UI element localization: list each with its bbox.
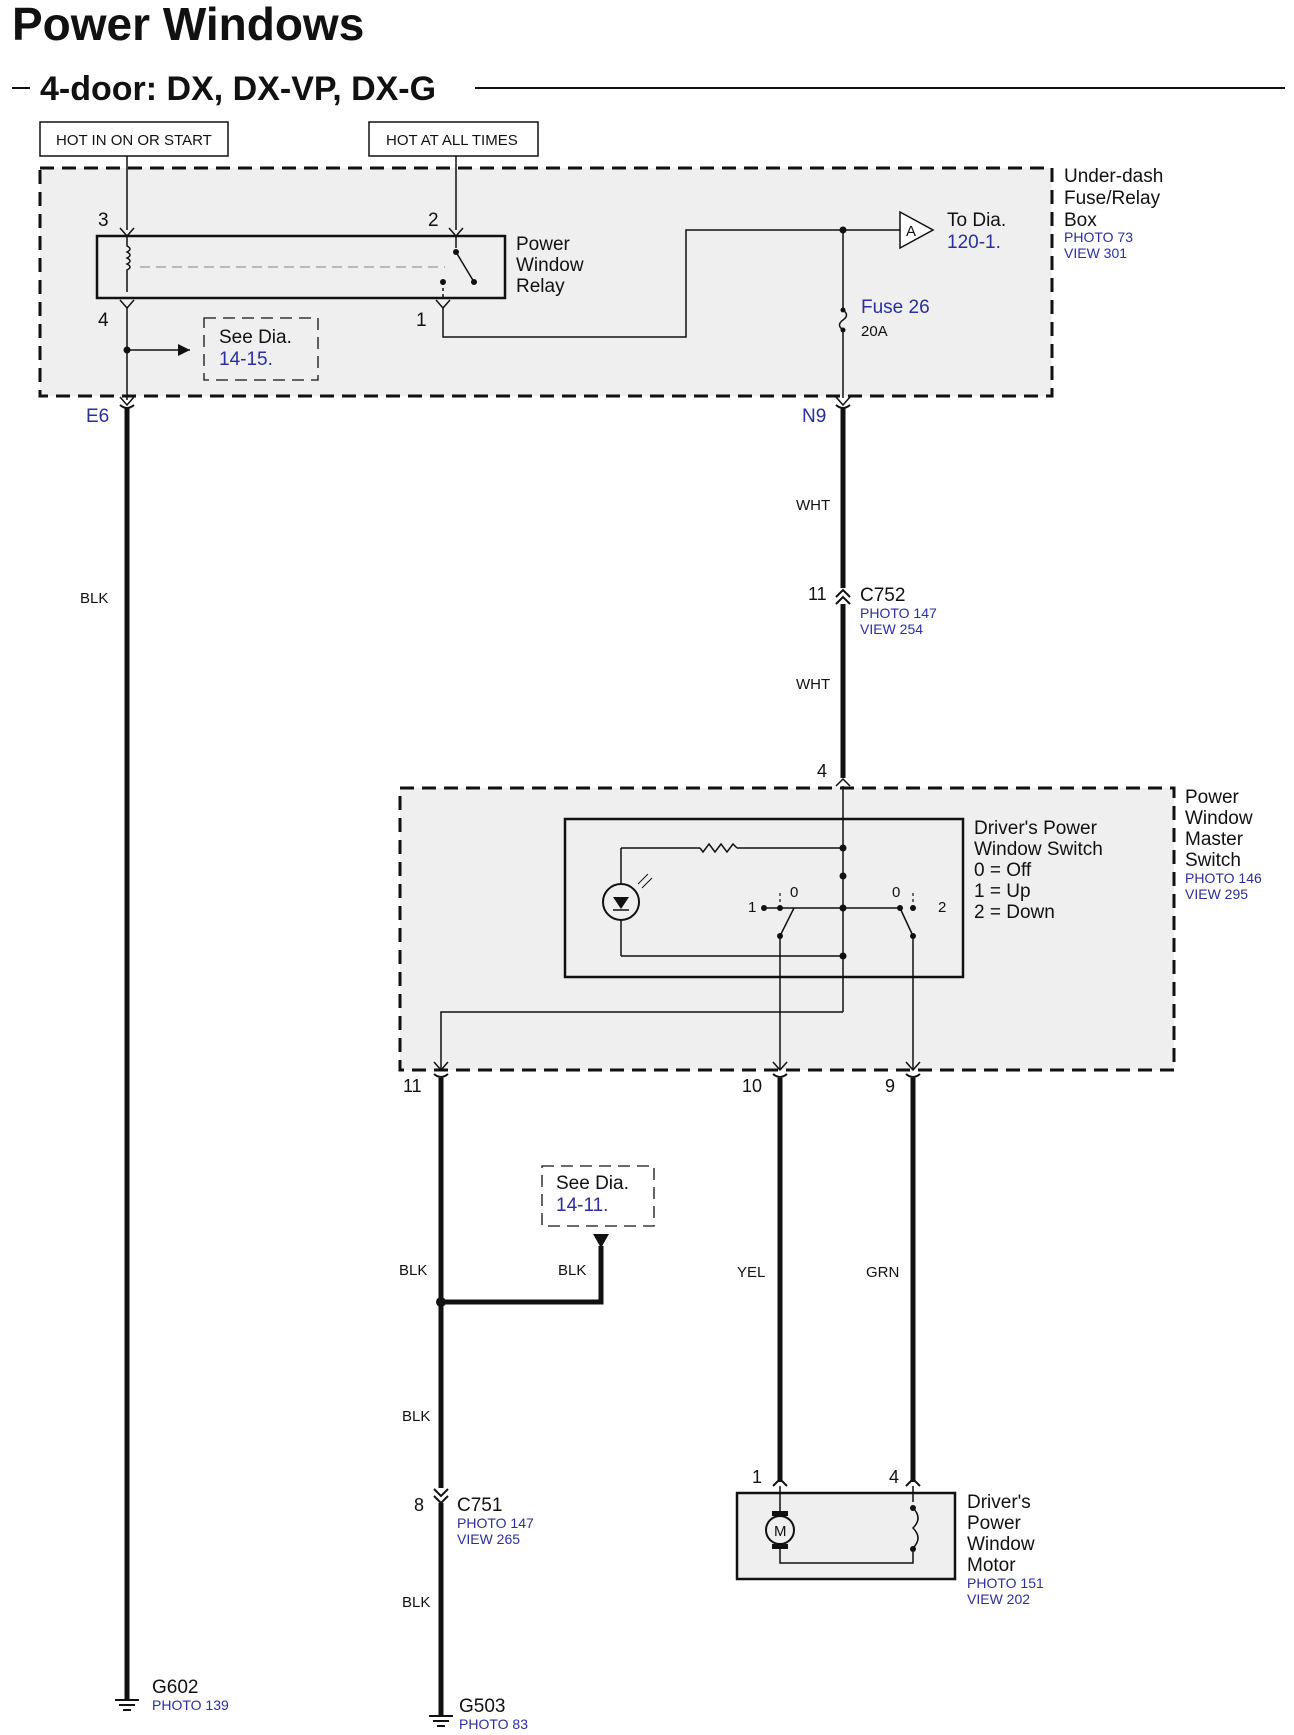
page-subtitle: 4-door: DX, DX-VP, DX-G (40, 70, 436, 108)
switch-right-arm (899, 907, 914, 937)
to-dia-ref: 120-1. (947, 232, 1001, 253)
connector-c752-icon (835, 588, 851, 598)
blk-upper-label: BLK (399, 1262, 427, 1279)
hot-at-all-times-label: HOT AT ALL TIMES (386, 132, 518, 149)
resistor-icon (699, 842, 738, 854)
ground-g602-name: G602 (152, 1677, 198, 1698)
motor-name-2: Power (967, 1513, 1022, 1534)
motor-view: VIEW 202 (967, 1591, 1030, 1607)
switch-left-1: 1 (748, 899, 756, 916)
see-dia-2-label: See Dia. (556, 1173, 629, 1194)
see-dia-1-box (203, 317, 319, 381)
relay-switch-arm (455, 251, 475, 283)
switch-name-2: Window Switch (974, 839, 1103, 860)
relay-pin-4: 4 (98, 310, 109, 331)
grn-label: GRN (866, 1264, 899, 1281)
connector-a-label: A (906, 223, 916, 240)
switch-left-arm (779, 907, 795, 937)
master-view: VIEW 295 (1185, 886, 1248, 902)
switch-right-0: 0 (892, 884, 900, 901)
relay-name-2: Window (516, 255, 584, 276)
master-pin-11: 11 (403, 1076, 422, 1096)
switch-name-1: Driver's Power (974, 818, 1098, 839)
fuse-box-name-1: Under-dash (1064, 166, 1163, 187)
wht-lower-label: WHT (796, 676, 830, 693)
see-dia-1-ref: 14-15. (219, 349, 273, 370)
switch-right-2: 2 (938, 899, 946, 916)
blk-branch-label: BLK (558, 1262, 586, 1279)
terminal-n9: N9 (802, 406, 826, 427)
master-pin-9: 9 (885, 1076, 895, 1096)
c751-view: VIEW 265 (457, 1531, 520, 1547)
master-pin-4: 4 (817, 761, 827, 781)
fuse-box-name-2: Fuse/Relay (1064, 188, 1161, 209)
motor-name-4: Motor (967, 1555, 1016, 1576)
wht-upper-label: WHT (796, 497, 830, 514)
connector-c751-icon (433, 1488, 449, 1498)
master-photo: PHOTO 146 (1185, 870, 1262, 886)
terminal-e6: E6 (86, 406, 109, 427)
c751-photo: PHOTO 147 (457, 1515, 534, 1531)
ground-g503-photo: PHOTO 83 (459, 1716, 528, 1732)
c752-pin: 11 (808, 584, 827, 604)
hot-in-on-box (39, 121, 229, 157)
motor-photo: PHOTO 151 (967, 1575, 1044, 1591)
see-dia-2-ref: 14-11. (556, 1195, 608, 1216)
see-dia-2-arrow (593, 1234, 609, 1248)
motor-symbol: M (774, 1523, 787, 1540)
c752-name: C752 (860, 585, 905, 606)
switch-position-off: 0 = Off (974, 860, 1032, 881)
c752-photo: PHOTO 147 (860, 605, 937, 621)
relay-pin-1: 1 (416, 310, 427, 331)
switch-position-down: 2 = Down (974, 902, 1055, 923)
relay-pin-2: 2 (428, 210, 439, 231)
yel-label: YEL (737, 1264, 765, 1281)
page-title: Power Windows (12, 0, 364, 50)
motor-pin-4: 4 (889, 1467, 899, 1487)
c751-pin: 8 (414, 1495, 424, 1515)
relay-name-3: Relay (516, 276, 565, 297)
master-pin-10: 10 (742, 1076, 762, 1096)
blk-lower-label: BLK (402, 1594, 430, 1611)
relay-name-1: Power (516, 234, 571, 255)
c752-view: VIEW 254 (860, 621, 923, 637)
motor-limit-switch-icon (911, 1507, 919, 1549)
fuse-box-name-3: Box (1064, 210, 1097, 231)
motor-name-3: Window (967, 1534, 1035, 1555)
blk-branch-wire (441, 1246, 604, 1305)
blk-main-label: BLK (80, 590, 108, 607)
see-dia-1-arrow (178, 344, 190, 356)
blk-mid-label: BLK (402, 1408, 430, 1425)
relay-output-line (442, 229, 900, 338)
fuse-26-icon (838, 309, 848, 331)
master-name-1: Power (1185, 787, 1240, 808)
switch-left-0: 0 (790, 884, 798, 901)
master-name-2: Window (1185, 808, 1253, 829)
master-name-4: Switch (1185, 850, 1241, 871)
motor-name-1: Driver's (967, 1492, 1031, 1513)
ground-g503-name: G503 (459, 1696, 505, 1717)
master-name-3: Master (1185, 829, 1244, 850)
fuse-26-name: Fuse 26 (861, 297, 930, 318)
connector-a-icon (899, 210, 935, 250)
relay-coil-icon (125, 236, 131, 292)
to-dia-label: To Dia. (947, 210, 1006, 231)
motor-pin-1: 1 (752, 1467, 762, 1487)
hot-in-on-label: HOT IN ON OR START (56, 132, 212, 149)
ground-g602-photo: PHOTO 139 (152, 1697, 229, 1713)
see-dia-1-label: See Dia. (219, 327, 292, 348)
hot-at-all-times-box (368, 121, 539, 157)
fuse-26-rating: 20A (861, 323, 888, 340)
fuse-box-photo: PHOTO 73 (1064, 229, 1133, 245)
relay-pin-3: 3 (98, 210, 109, 231)
switch-position-up: 1 = Up (974, 881, 1031, 902)
fuse-box-view: VIEW 301 (1064, 245, 1127, 261)
c751-name: C751 (457, 1495, 502, 1516)
see-dia-2-box (541, 1165, 655, 1227)
